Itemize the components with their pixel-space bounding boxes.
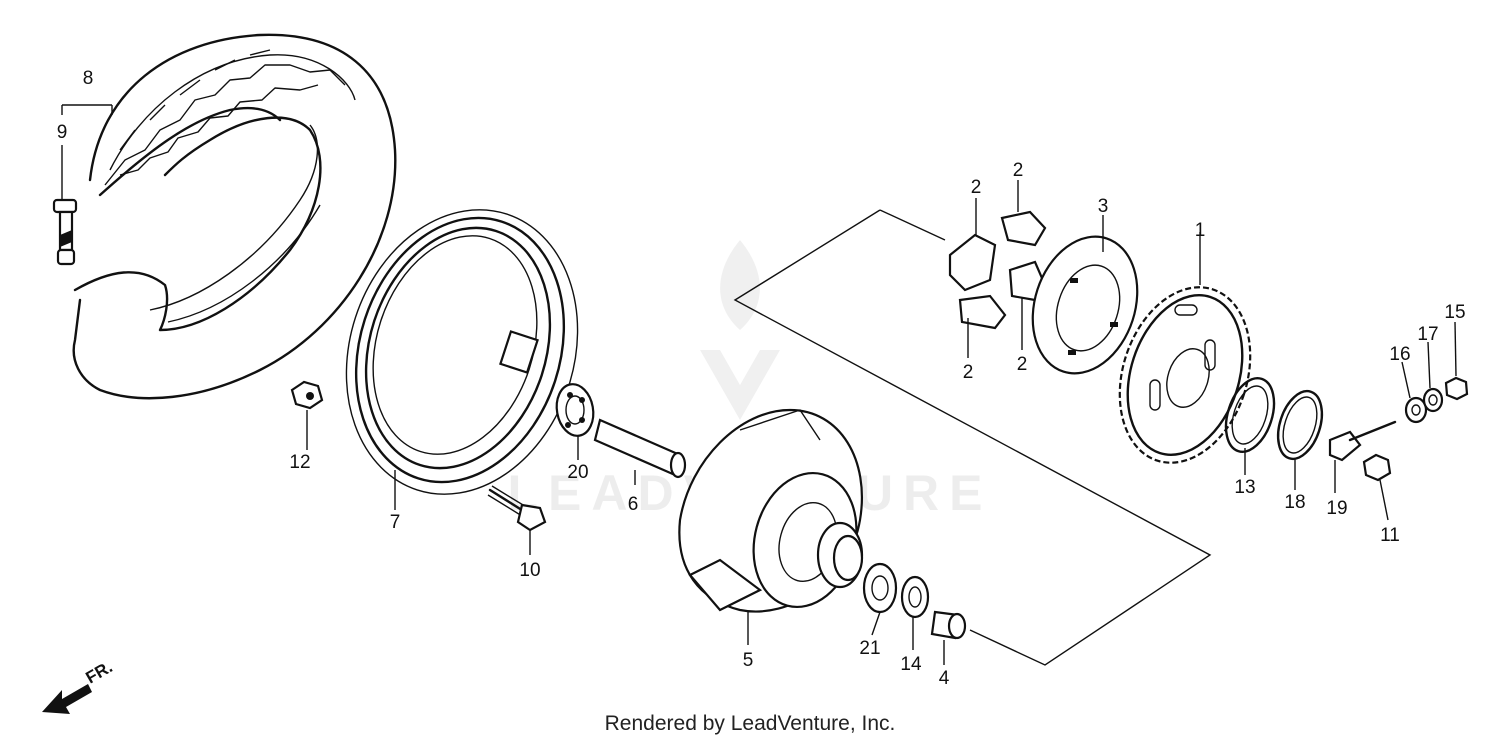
callout-19: 19	[1326, 498, 1347, 519]
callout-21: 21	[859, 638, 880, 659]
seal-14[interactable]	[900, 575, 930, 619]
washer-17[interactable]	[1422, 387, 1444, 413]
callout-labels: 8 9 12 7 10 20 6 5 21 14 4 2 2 2 2 3 1 1…	[57, 68, 1466, 689]
nut-12[interactable]	[290, 380, 324, 410]
callout-2c: 2	[963, 362, 974, 383]
leader-lines	[61, 104, 1457, 665]
driven-flange[interactable]	[1016, 223, 1154, 387]
snap-ring-18[interactable]	[1270, 386, 1330, 465]
callout-16: 16	[1389, 344, 1410, 365]
bearing-21[interactable]	[862, 562, 898, 614]
callout-15: 15	[1444, 302, 1465, 323]
callout-2a: 2	[971, 177, 982, 198]
callout-7: 7	[390, 512, 401, 533]
callout-2b: 2	[1013, 160, 1024, 181]
assembly-frame	[733, 209, 1212, 666]
collar-4[interactable]	[930, 610, 967, 640]
tire[interactable]	[72, 33, 397, 400]
bolt-10[interactable]	[487, 485, 547, 532]
callout-14: 14	[900, 654, 922, 675]
callout-17: 17	[1417, 324, 1438, 345]
callout-10: 10	[519, 560, 540, 581]
callout-20: 20	[567, 462, 588, 483]
callout-9: 9	[57, 122, 68, 143]
collar-6[interactable]	[593, 418, 687, 479]
bearing-20[interactable]	[553, 381, 597, 438]
callout-2d: 2	[1017, 354, 1028, 375]
callout-3: 3	[1098, 196, 1109, 217]
nut-11[interactable]	[1362, 453, 1392, 482]
callout-13: 13	[1234, 477, 1255, 498]
front-direction-arrow: FR.	[42, 657, 116, 714]
callout-8: 8	[83, 68, 94, 89]
callout-4: 4	[939, 668, 950, 689]
ring-13[interactable]	[1217, 372, 1282, 458]
callout-18: 18	[1284, 492, 1305, 513]
wheel-hub[interactable]	[678, 408, 871, 619]
footer-credit: Rendered by LeadVenture, Inc.	[604, 712, 896, 735]
valve-stem[interactable]	[52, 198, 78, 266]
nut-15[interactable]	[1444, 376, 1469, 401]
callout-12: 12	[289, 452, 310, 473]
damper-rubbers[interactable]	[948, 210, 1047, 330]
chain-adjuster[interactable]	[1328, 420, 1397, 462]
washer-16[interactable]	[1404, 396, 1428, 424]
callout-1: 1	[1195, 220, 1206, 241]
driven-sprocket[interactable]	[1098, 270, 1272, 480]
callout-6: 6	[628, 494, 639, 515]
callout-5: 5	[743, 650, 754, 671]
direction-label: FR.	[83, 657, 116, 687]
callout-11: 11	[1380, 525, 1400, 546]
rim[interactable]	[311, 179, 614, 524]
